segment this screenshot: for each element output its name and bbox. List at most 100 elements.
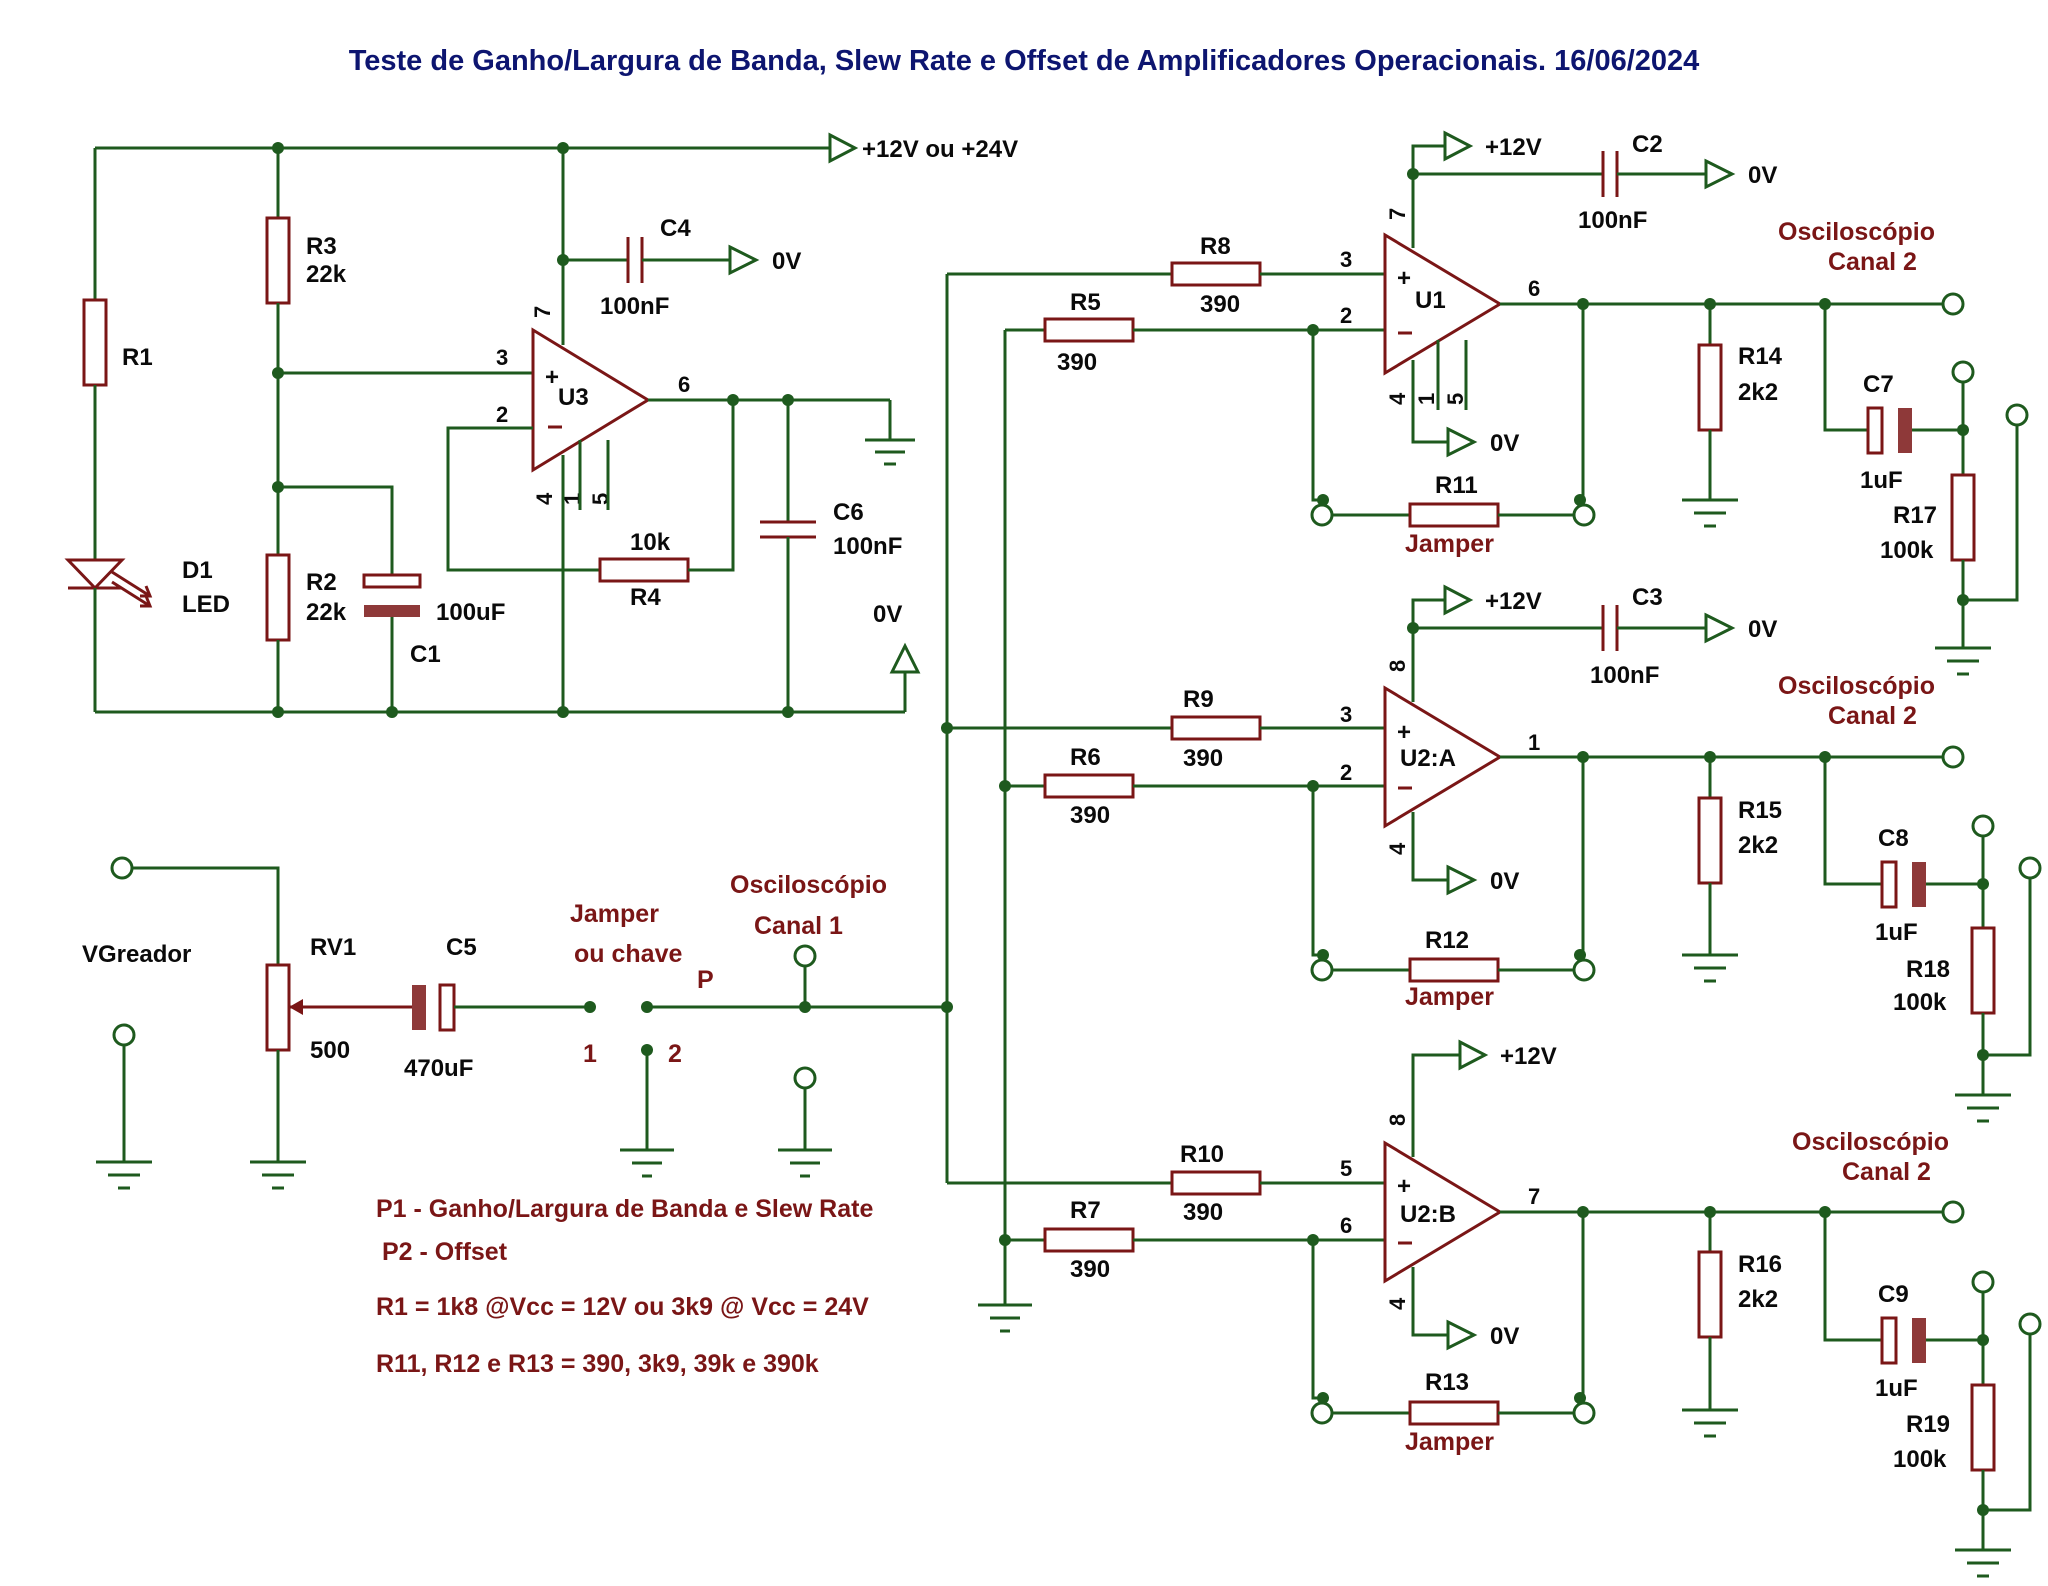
r12-ref: R12 (1425, 927, 1469, 954)
r8-ref: R8 (1200, 233, 1231, 260)
svg-text:6: 6 (1340, 1213, 1352, 1238)
c1-ref: C1 (410, 641, 441, 668)
r11-value: Jamper (1405, 530, 1494, 558)
r14-ref: R14 (1738, 343, 1783, 370)
c4-zero-label: 0V (772, 248, 801, 275)
r19-value: 100k (1893, 1446, 1947, 1473)
resistor-r5 (1043, 317, 1135, 343)
resistor-r8 (1170, 261, 1262, 287)
osc1-label-line2: Canal 1 (754, 912, 843, 940)
capacitor-c9 (1880, 1316, 1898, 1365)
opamp-u2b (1383, 1140, 1503, 1284)
r5-ref: R5 (1070, 289, 1101, 316)
c7-value: 1uF (1860, 467, 1903, 494)
opamp-u1 (1383, 232, 1503, 376)
svg-text:+: + (1397, 719, 1411, 746)
u2a-ac-out-terminal[interactable] (1971, 814, 1995, 838)
u1-ac-gnd-terminal[interactable] (2005, 403, 2029, 427)
virtual-ground-block: +12V ou +24V R1 D1 LED R3 22k R2 22k (64, 132, 1018, 718)
r16-ref: R16 (1738, 1251, 1782, 1278)
potentiometer-rv1[interactable] (265, 963, 291, 1052)
svg-text:8: 8 (1385, 660, 1410, 672)
resistor-r16 (1697, 1250, 1723, 1339)
resistor-r12-jumper[interactable] (1408, 957, 1500, 983)
svg-text:+: + (545, 364, 559, 391)
r14-value: 2k2 (1738, 379, 1778, 406)
svg-text:3: 3 (496, 345, 508, 370)
r12-value: Jamper (1405, 983, 1494, 1011)
resistor-r3 (265, 216, 291, 305)
u2b-osc-ch2-terminal[interactable] (1941, 1200, 1965, 1224)
resistor-r10 (1170, 1170, 1262, 1196)
opamp-u2a (1383, 685, 1503, 829)
r2-ref: R2 (306, 569, 337, 596)
u2a-ac-gnd-terminal[interactable] (2018, 856, 2042, 880)
u2a-osc-ch2-terminal[interactable] (1941, 745, 1965, 769)
c2-ref: C2 (1632, 131, 1663, 158)
u2a-osc-label-line1: Osciloscópio (1778, 672, 1935, 700)
stage-u2b: R10 390 R7 390 U2:B + 5 6 7 8 4 +12V 0V … (947, 1039, 2042, 1578)
svg-text:1: 1 (1528, 730, 1540, 755)
resistor-r14 (1697, 343, 1723, 432)
osc-ch1-terminal[interactable] (793, 944, 817, 968)
c2-zero-label: 0V (1748, 162, 1777, 189)
r17-value: 100k (1880, 537, 1934, 564)
jumper-label-line1: Jamper (570, 900, 659, 928)
svg-text:4: 4 (1385, 842, 1410, 855)
r9-ref: R9 (1183, 686, 1214, 713)
rv1-value: 500 (310, 1037, 350, 1064)
switch-2-label: 2 (668, 1040, 682, 1068)
u2b-ac-gnd-terminal[interactable] (2018, 1312, 2042, 1336)
u1-osc-ch2-terminal[interactable] (1941, 292, 1965, 316)
r17-ref: R17 (1893, 502, 1937, 529)
svg-text:2: 2 (1340, 760, 1352, 785)
svg-text:1: 1 (1414, 393, 1439, 405)
u2a-osc-label-line2: Canal 2 (1828, 702, 1917, 730)
svg-text:6: 6 (678, 372, 690, 397)
osc-ch1-ground-terminal[interactable] (793, 1066, 817, 1090)
resistor-r13-jumper[interactable] (1408, 1400, 1500, 1426)
r15-ref: R15 (1738, 797, 1782, 824)
r18-value: 100k (1893, 989, 1947, 1016)
switch-position-1[interactable] (584, 1001, 596, 1013)
c9-value: 1uF (1875, 1375, 1918, 1402)
svg-text:4: 4 (532, 492, 557, 505)
note-p2: P2 - Offset (382, 1238, 508, 1266)
d1-ref: D1 (182, 557, 213, 584)
note-r11-r13: R11, R12 e R13 = 390, 3k9, 39k e 390k (376, 1350, 819, 1378)
capacitor-c7 (1866, 406, 1884, 455)
svg-text:5: 5 (1443, 393, 1468, 405)
r6-ref: R6 (1070, 744, 1101, 771)
resistor-r15 (1697, 796, 1723, 885)
supply-label: +12V ou +24V (862, 136, 1018, 163)
resistor-r11-jumper[interactable] (1408, 502, 1500, 528)
u2b-osc-label-line2: Canal 2 (1842, 1158, 1931, 1186)
r3-value: 22k (306, 261, 347, 288)
c5-ref: C5 (446, 934, 477, 961)
u1-ac-out-terminal[interactable] (1951, 360, 1975, 384)
c4-value: 100nF (600, 293, 669, 320)
u2b-osc-label-line1: Osciloscópio (1792, 1128, 1949, 1156)
svg-text:3: 3 (1340, 247, 1352, 272)
r4-ref: R4 (630, 584, 661, 611)
r5-value: 390 (1057, 349, 1097, 376)
note-p1: P1 - Ganho/Largura de Banda e Slew Rate (376, 1195, 873, 1223)
c4-ref: C4 (660, 215, 691, 242)
svg-text:7: 7 (1385, 208, 1410, 220)
r15-value: 2k2 (1738, 832, 1778, 859)
stage-u1: R8 390 R5 390 U1 + 3 2 6 7 4 1 5 +12V 0V… (947, 130, 2029, 676)
r11-ref: R11 (1435, 472, 1478, 499)
signal-source-block: VGreador RV1 500 C5 470uF (82, 856, 947, 1378)
vgerador-terminal-top[interactable] (110, 856, 134, 880)
u2b-ac-out-terminal[interactable] (1971, 1270, 1995, 1294)
c8-value: 1uF (1875, 919, 1918, 946)
svg-text:6: 6 (1528, 276, 1540, 301)
vgerador-terminal-bottom[interactable] (112, 1023, 136, 1047)
r7-value: 390 (1070, 1256, 1110, 1283)
note-r1: R1 = 1k8 @Vcc = 12V ou 3k9 @ Vcc = 24V (376, 1293, 869, 1321)
opamp-u3 (531, 327, 651, 473)
c3-value: 100nF (1590, 662, 1659, 689)
c7-ref: C7 (1863, 371, 1894, 398)
resistor-r6 (1043, 773, 1135, 799)
